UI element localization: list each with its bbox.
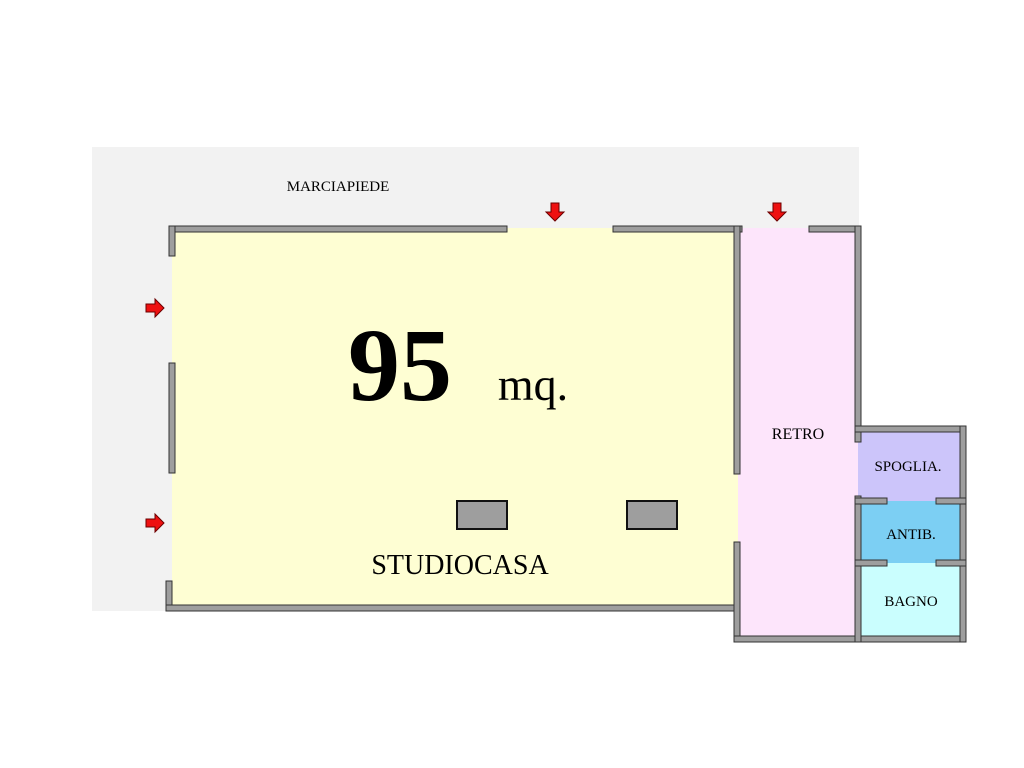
area-unit: mq. [498, 359, 568, 410]
back-room-floor [738, 228, 858, 636]
wall [168, 362, 176, 474]
wall [854, 425, 967, 433]
entrance-arrow-down-icon [766, 202, 788, 222]
wall [854, 559, 888, 567]
wall [612, 225, 743, 233]
entrance-arrows [145, 202, 788, 534]
bathroom-floor [858, 563, 962, 636]
room-label-bathroom: BAGNO [884, 594, 938, 610]
wall [854, 497, 888, 505]
wall [854, 225, 862, 443]
wall [854, 495, 862, 643]
pillar [456, 500, 508, 530]
wall [959, 425, 967, 643]
wall [935, 497, 967, 505]
room-label-anteroom: ANTIB. [886, 527, 936, 543]
room-label-changing: SPOGLIA. [874, 459, 941, 475]
pillar [626, 500, 678, 530]
entrance-arrow-right-icon [145, 297, 165, 319]
main-room-floor [172, 228, 738, 608]
changing-room-floor [858, 431, 962, 501]
brand-label: STUDIOCASA [371, 550, 549, 581]
wall [168, 225, 508, 233]
area-number: 95 [348, 308, 452, 423]
wall [808, 225, 862, 233]
anteroom-floor [858, 501, 962, 563]
entrance-arrow-right-icon [145, 512, 165, 534]
wall [733, 635, 967, 643]
wall [935, 559, 967, 567]
wall [733, 225, 741, 475]
walls [165, 225, 967, 643]
wall [733, 541, 741, 643]
entrance-arrow-down-icon [544, 202, 566, 222]
wall [168, 225, 176, 257]
sidewalk-label: MARCIAPIEDE [287, 179, 390, 195]
wall [165, 604, 739, 612]
room-label-back: RETRO [772, 426, 824, 443]
